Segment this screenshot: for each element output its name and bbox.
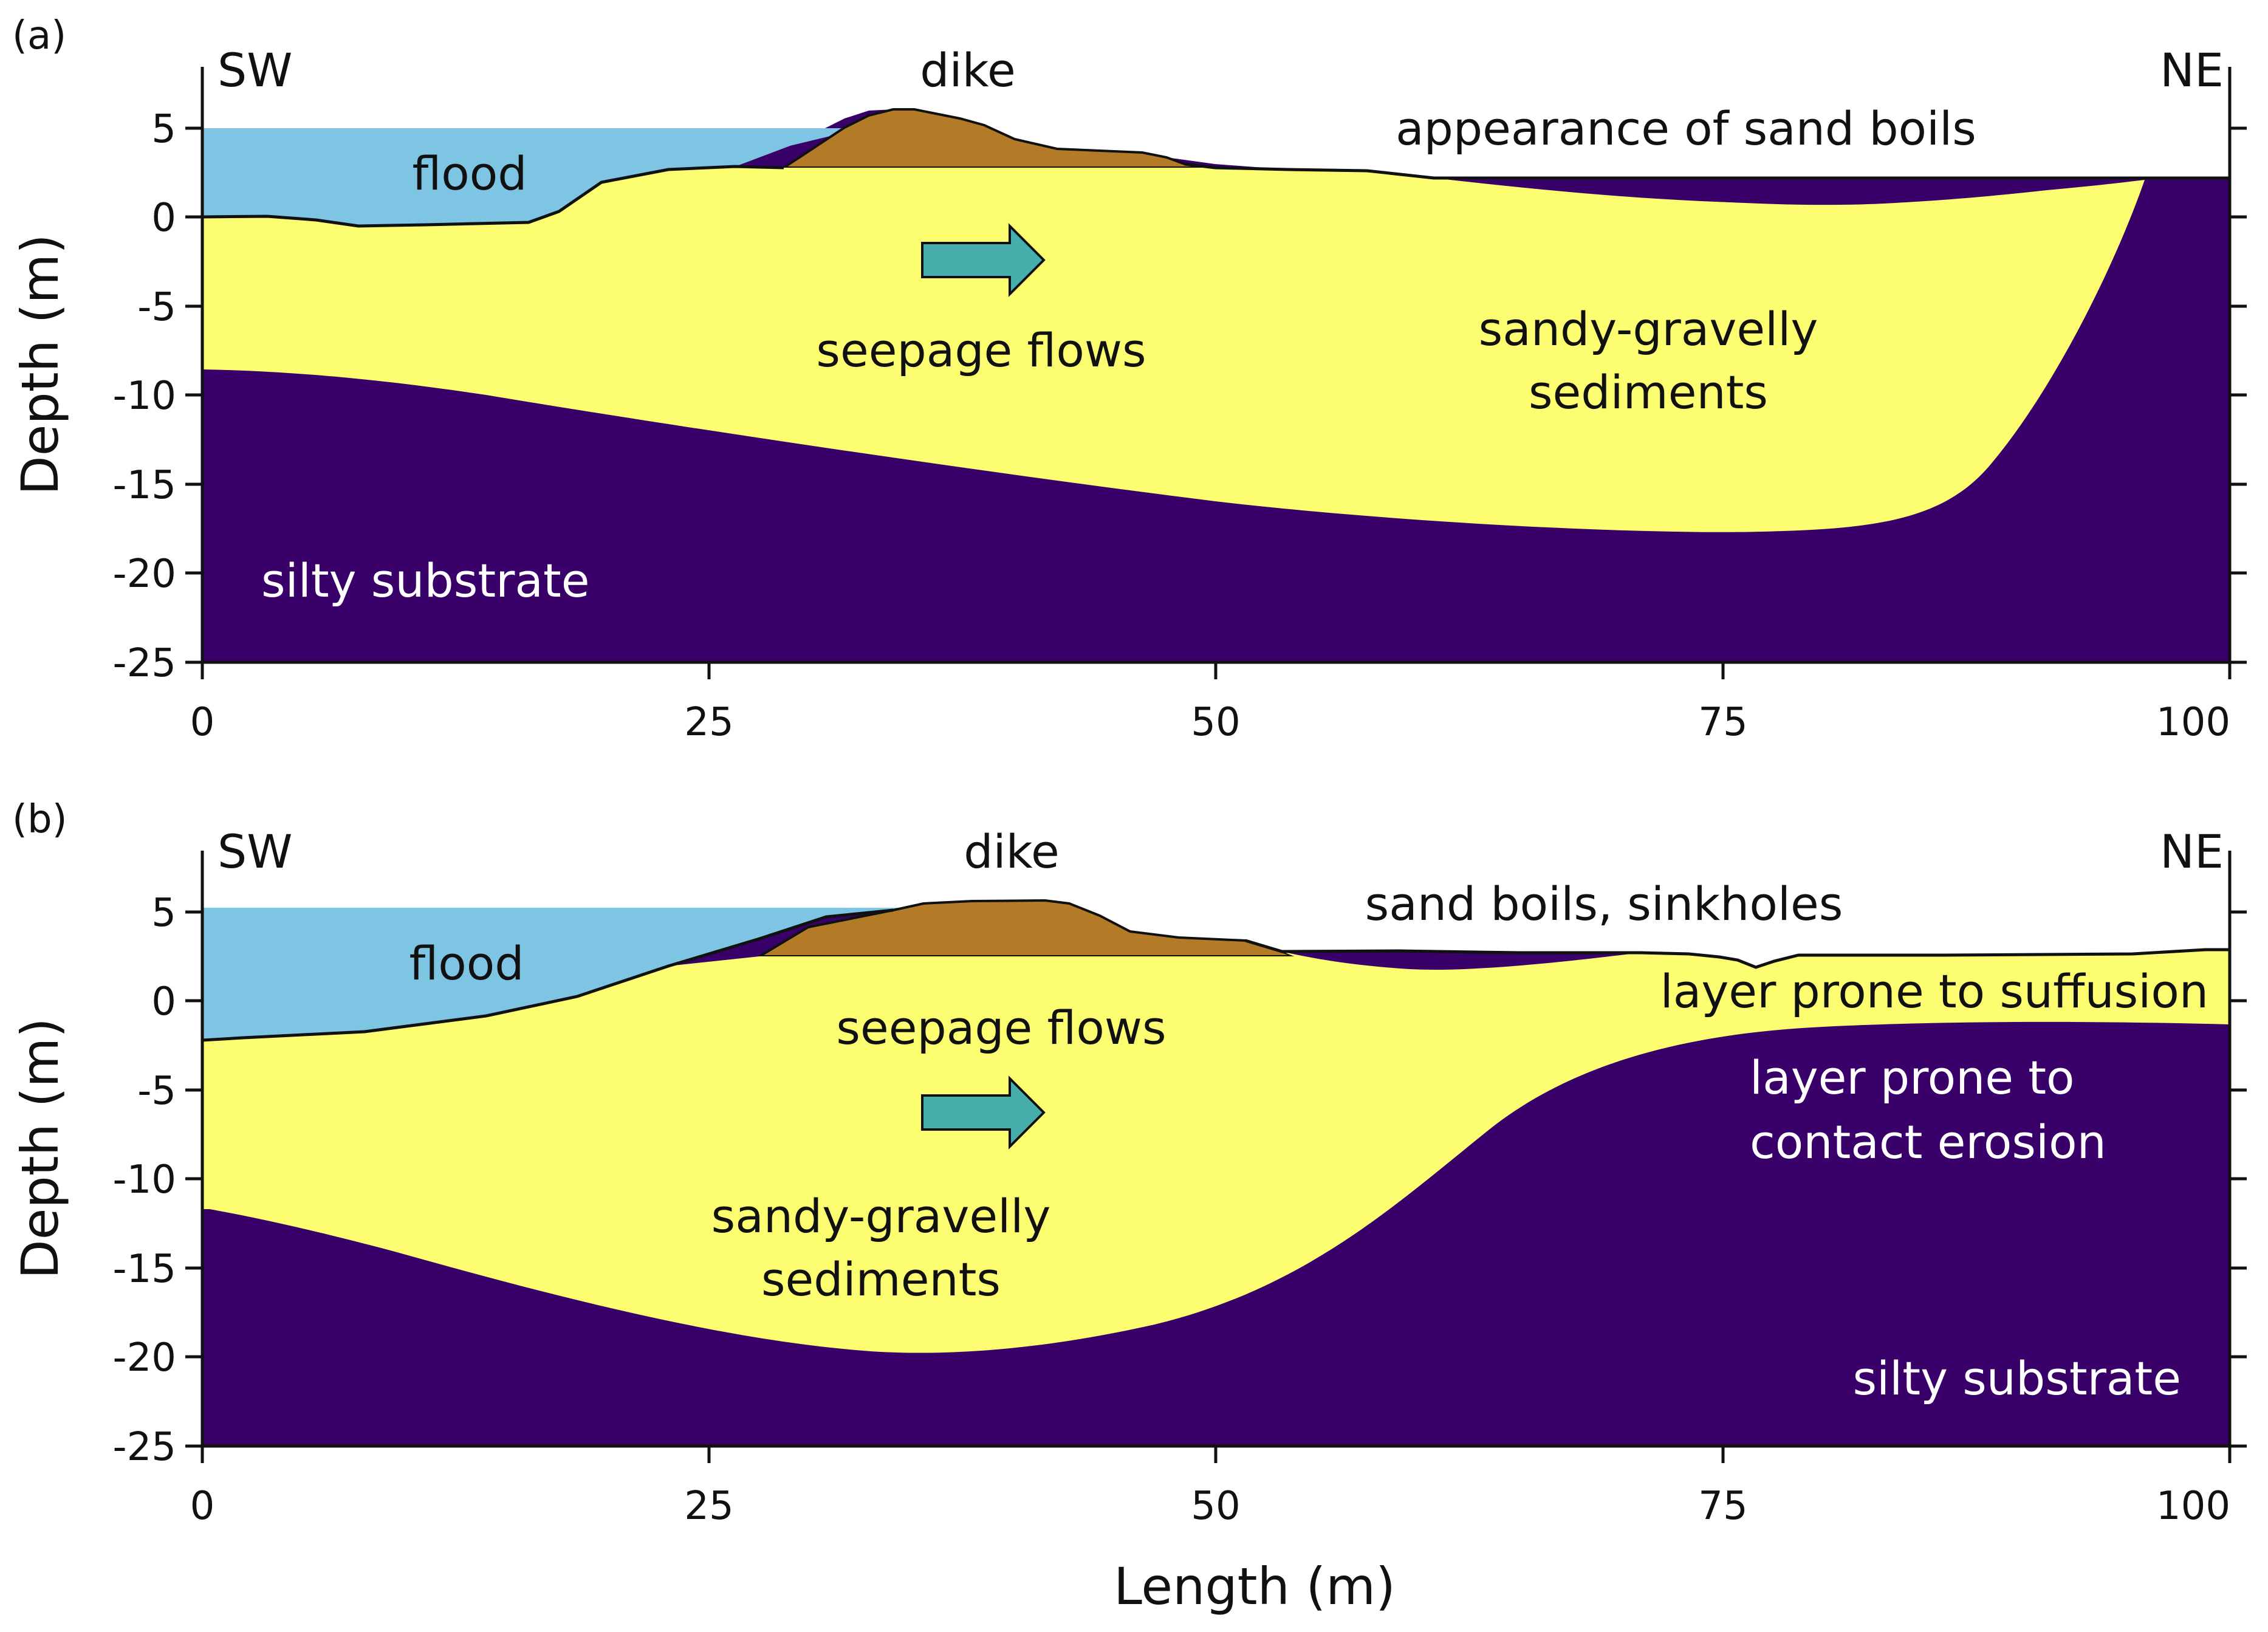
ground-surface-line (202, 908, 2230, 1042)
y-tick-label: -25 (112, 641, 176, 686)
suffusion-label: layer prone to suffusion (1660, 964, 2208, 1018)
y-tick-label: -15 (112, 1247, 176, 1292)
y-tick-label: 0 (151, 196, 176, 241)
panel-b: 5 0 -5 -10 -15 -20 -25 0 25 50 75 100 De… (10, 797, 2247, 1616)
x-tick-labels: 0 25 50 75 100 (190, 1484, 2230, 1529)
y-axis-title: Depth (m) (10, 1018, 70, 1279)
direction-east: NE (2160, 825, 2224, 879)
dike-body (779, 108, 1216, 169)
direction-west: SW (218, 825, 292, 879)
x-ticks (200, 1446, 2232, 1463)
x-tick-label: 25 (684, 700, 733, 745)
seepage-label: seepage flows (816, 323, 1146, 377)
y-tick-label: 5 (151, 107, 176, 152)
y-tick-label: 5 (151, 891, 176, 936)
y-tick-label: -10 (112, 1157, 176, 1202)
sky-area (202, 73, 2230, 226)
y-tick-label: -25 (112, 1425, 176, 1470)
right-arrow-icon (921, 1075, 1046, 1150)
dike-label: dike (920, 43, 1015, 97)
y-ticks (185, 910, 2247, 1448)
y-tick-labels: 5 0 -5 -10 -15 -20 -25 (112, 891, 176, 1470)
x-tick-label: 100 (2156, 1484, 2230, 1529)
sediments-label-line2: sediments (761, 1252, 1001, 1306)
y-ticks (185, 126, 2247, 664)
sediment-layer (202, 166, 2145, 532)
x-tick-label: 75 (1698, 1484, 1747, 1529)
flood-water (202, 908, 923, 1040)
flood-label: flood (409, 936, 524, 990)
sediments-label-line2: sediments (1529, 365, 1768, 419)
substrate-label: silty substrate (1852, 1351, 2181, 1405)
x-tick-label: 100 (2156, 700, 2230, 745)
direction-east: NE (2160, 43, 2224, 97)
top-note: appearance of sand boils (1396, 101, 1976, 156)
y-tick-label: 0 (151, 979, 176, 1024)
substrate-label: silty substrate (261, 554, 590, 608)
y-tick-label: -20 (112, 1335, 176, 1380)
panel-tag: (a) (12, 13, 66, 58)
y-tick-label: -10 (112, 374, 176, 419)
right-arrow-icon (921, 223, 1046, 297)
sediments-label-line1: sandy-gravelly (711, 1189, 1051, 1243)
x-tick-label: 50 (1191, 1484, 1240, 1529)
flood-water (202, 128, 863, 226)
sand-boil-lens (1282, 951, 1640, 970)
sediment-layer (202, 950, 2230, 1353)
x-tick-label: 25 (684, 1484, 733, 1529)
x-tick-label: 0 (190, 1484, 215, 1529)
direction-west: SW (218, 43, 292, 97)
x-ticks (200, 662, 2232, 679)
flood-label: flood (412, 146, 527, 201)
sediments-label-line1: sandy-gravelly (1479, 302, 1818, 356)
x-tick-label: 0 (190, 700, 215, 745)
ground-surface-line (202, 162, 2230, 228)
x-tick-label: 50 (1191, 700, 1240, 745)
top-note: sand boils, sinkholes (1365, 877, 1843, 931)
panel-tag: (b) (12, 797, 67, 842)
y-tick-label: -5 (137, 1069, 176, 1114)
contact-erosion-label-line1: layer prone to (1750, 1051, 2075, 1105)
dike-label: dike (964, 825, 1059, 879)
contact-erosion-label-line2: contact erosion (1750, 1115, 2106, 1169)
x-axis-title: Length (m) (1114, 1557, 1396, 1616)
sand-boil-lens (1434, 178, 2145, 204)
sky-area (202, 857, 2230, 1040)
x-tick-labels: 0 25 50 75 100 (190, 700, 2230, 745)
y-tick-label: -15 (112, 463, 176, 508)
y-axis-title: Depth (m) (10, 234, 70, 495)
y-tick-labels: 5 0 -5 -10 -15 -20 -25 (112, 107, 176, 686)
y-tick-label: -20 (112, 552, 176, 597)
seepage-label: seepage flows (836, 1001, 1166, 1055)
x-tick-label: 75 (1698, 700, 1747, 745)
y-tick-label: -5 (137, 285, 176, 330)
panel-a: 5 0 -5 -10 -15 -20 -25 0 25 50 75 100 De… (10, 13, 2247, 745)
